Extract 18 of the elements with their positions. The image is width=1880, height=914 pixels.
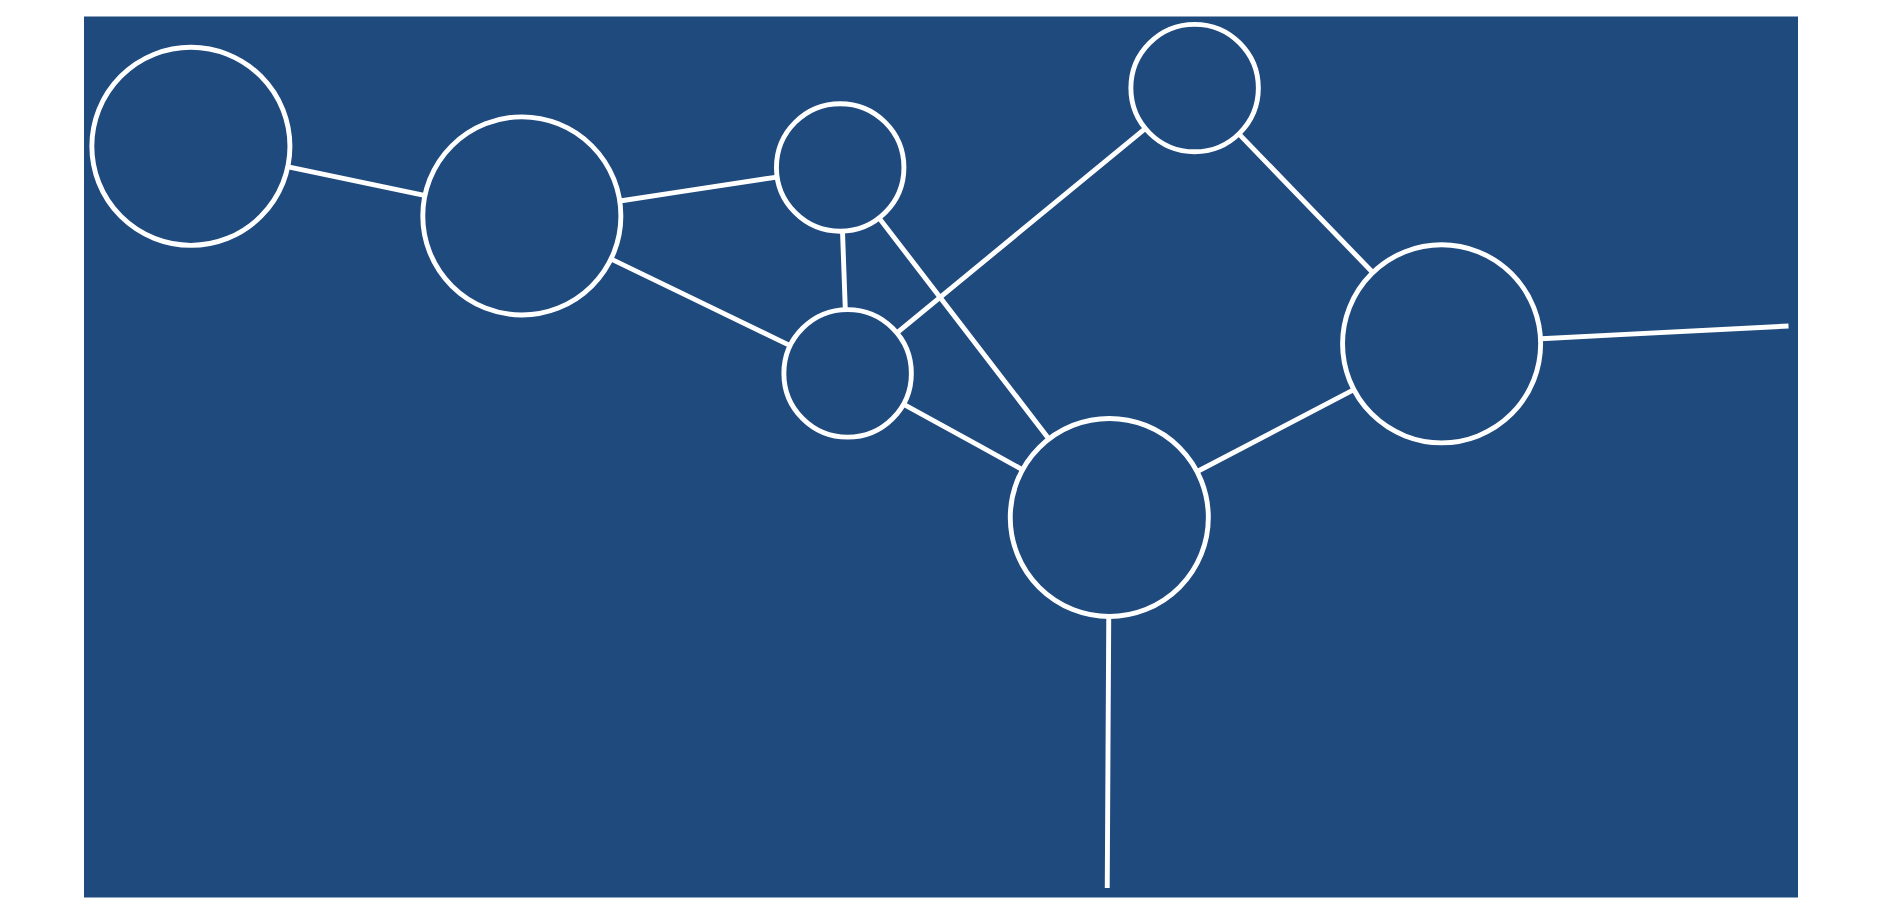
connector: [1236, 132, 1374, 274]
connector: [839, 231, 847, 310]
node-circle: [773, 101, 906, 234]
connector: [1195, 387, 1354, 474]
connector: [901, 402, 1023, 472]
connector: [894, 127, 1146, 335]
node-circle: [88, 44, 292, 248]
connector: [609, 256, 791, 348]
node-circle: [1339, 242, 1543, 446]
connector: [286, 164, 424, 198]
node-circle: [1127, 21, 1260, 155]
connector: [876, 216, 1050, 441]
node-circle: [780, 307, 913, 440]
connector: [618, 174, 777, 204]
connector: [1540, 323, 1788, 342]
connector: [1103, 617, 1111, 888]
node-circle: [419, 114, 623, 318]
node-circle: [1006, 415, 1210, 619]
